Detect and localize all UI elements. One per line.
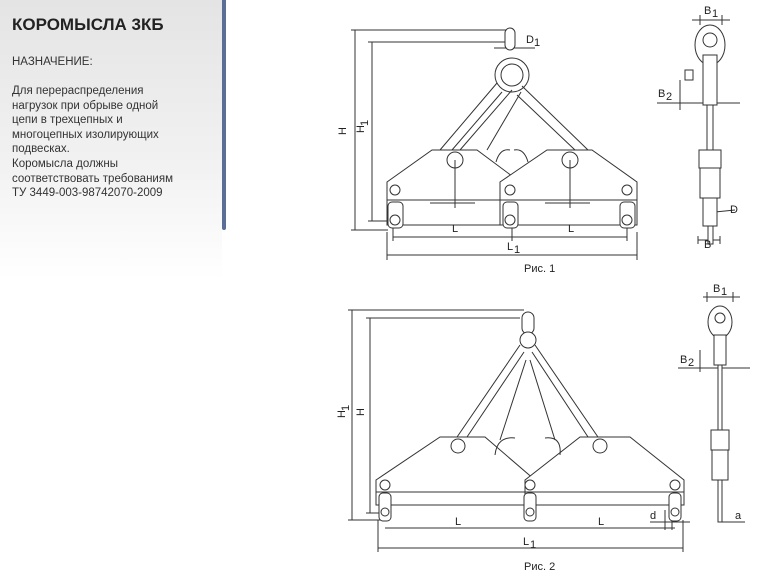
accent-bar (222, 0, 226, 230)
product-description: Для перераспределения нагрузок при обрыв… (12, 84, 217, 201)
description-line: нагрузок при обрыве одной (12, 99, 159, 112)
dim-H: H (355, 408, 367, 416)
figure-1-front-view: H H 1 D 1 L L L 1 Рис. 1 (337, 27, 638, 275)
dim-L-left: L (455, 516, 461, 528)
dim-a: a (735, 510, 742, 522)
dim-B1-sub: 1 (721, 286, 727, 298)
purpose-label: НАЗНАЧЕНИЕ: (12, 56, 93, 68)
dim-B2-sub: 2 (666, 91, 672, 103)
dim-D1: D (526, 34, 534, 46)
dim-D: D (730, 204, 738, 216)
description-line: Для перераспределения (12, 85, 144, 97)
dim-H: H (337, 127, 349, 135)
dim-H1: H (336, 410, 348, 418)
dim-B2-sub: 2 (688, 357, 694, 369)
dim-B: B (704, 239, 711, 251)
description-line: цепи в трехцепных и (12, 114, 123, 127)
dim-B1-sub: 1 (712, 8, 718, 20)
description-line: ТУ 3449-003-98742070-2009 (12, 187, 163, 200)
figure-2-side-view: B 1 B 2 a (678, 283, 750, 523)
dim-L-right: L (598, 516, 604, 528)
description-line: многоцепных изолирующих (12, 128, 159, 141)
dim-H1-sub: 1 (340, 405, 352, 411)
dim-L1: L (523, 536, 529, 548)
dim-L1-sub: 1 (514, 244, 520, 256)
dim-L-left: L (452, 223, 458, 235)
product-title: КОРОМЫСЛА 3КБ (12, 15, 164, 34)
figure-1-side-view: B 1 B 2 D B (657, 5, 740, 251)
dim-L1-sub: 1 (530, 539, 536, 551)
dim-B2: B (658, 88, 665, 100)
figure-1-caption: Рис. 1 (524, 263, 555, 275)
dim-B1: B (713, 283, 720, 295)
dim-H1-sub: 1 (359, 120, 371, 126)
dim-L-right: L (568, 223, 574, 235)
dim-L1: L (507, 241, 513, 253)
dim-d: d (650, 510, 656, 522)
dim-B2: B (680, 354, 687, 366)
dim-D1-sub: 1 (534, 37, 540, 49)
figure-2-caption: Рис. 2 (524, 561, 555, 573)
dim-B1: B (704, 5, 711, 17)
description-line: Коромысла должны (12, 157, 118, 170)
info-panel (0, 0, 222, 280)
figure-2-front-view: H 1 H L L L 1 d Рис. 2 (336, 309, 745, 573)
dim-H1: H (355, 125, 367, 133)
description-line: соответствовать требованиям (12, 172, 173, 185)
description-line: подвесках. (12, 143, 70, 156)
